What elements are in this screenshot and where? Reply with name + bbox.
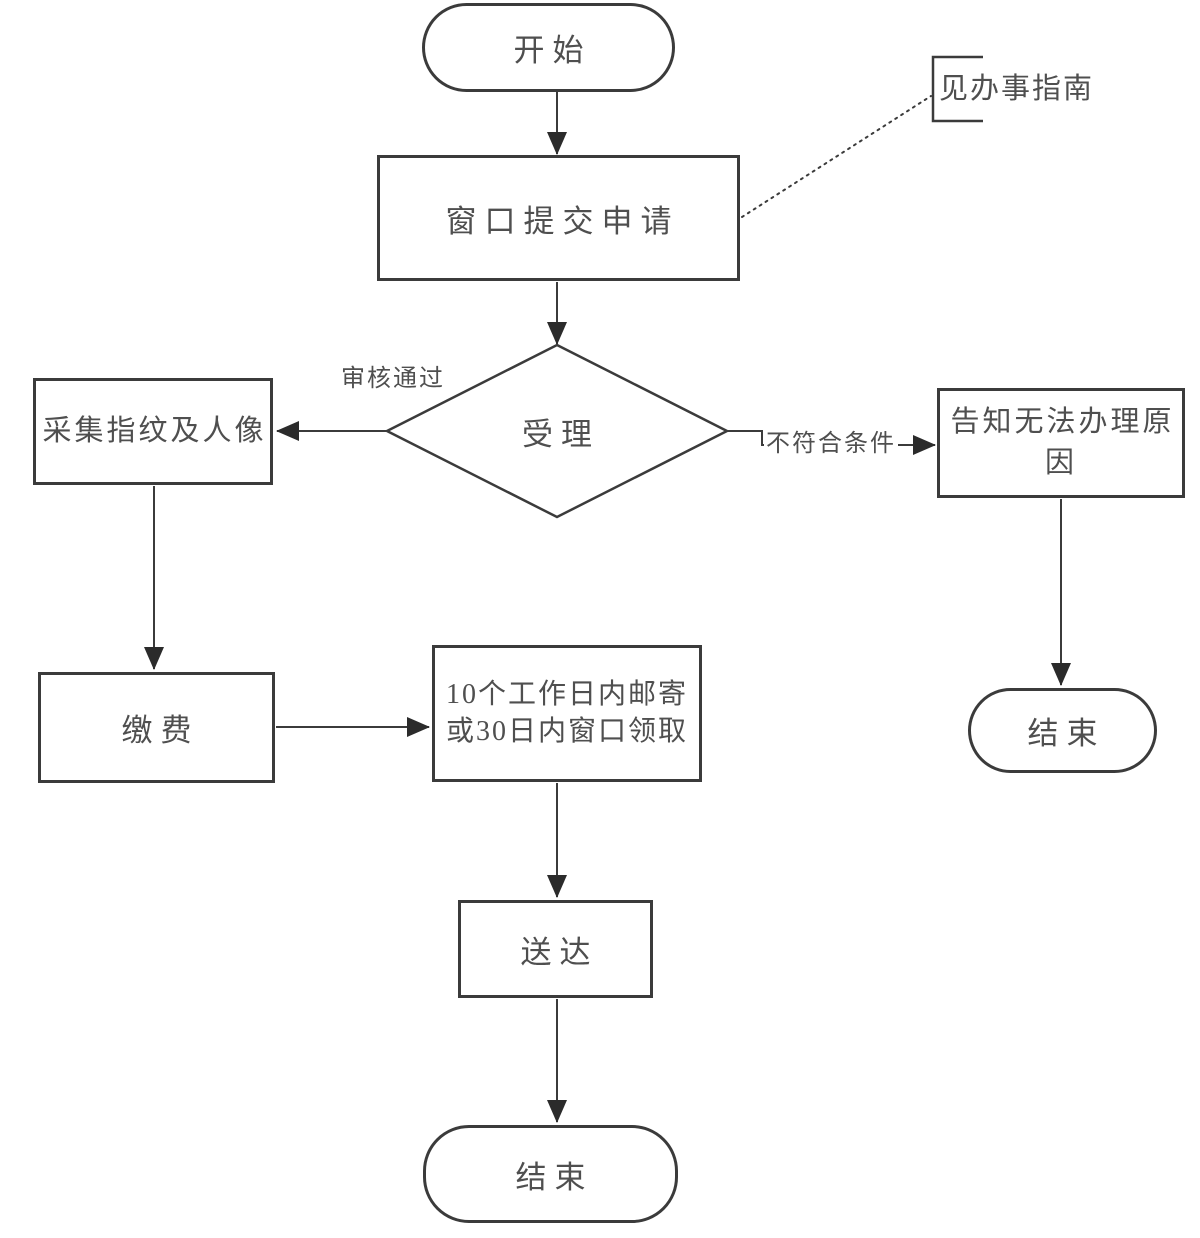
edge-label-review-passed: 审核通过 bbox=[341, 366, 445, 392]
node-end-main: 结束 bbox=[423, 1125, 678, 1223]
edge-label-not-eligible: 不符合条件 bbox=[764, 429, 898, 459]
node-deliver: 送达 bbox=[458, 900, 653, 998]
node-collect-fingerprints: 采集指纹及人像 bbox=[33, 378, 273, 485]
node-end-right: 结束 bbox=[968, 688, 1157, 773]
node-accept-decision-shape bbox=[384, 343, 730, 519]
node-submit-application: 窗口提交申请 bbox=[377, 155, 740, 281]
node-start: 开始 bbox=[422, 3, 675, 92]
node-accept-label: 受理 bbox=[522, 416, 600, 452]
node-pickup-mail: 10个工作日内邮寄或30日内窗口领取 bbox=[432, 645, 702, 782]
node-inform-reason: 告知无法办理原因 bbox=[937, 388, 1185, 498]
guide-note-text: 见办事指南 bbox=[939, 73, 1095, 105]
node-pay-fee: 缴费 bbox=[38, 672, 275, 783]
edge-submit-guide-note bbox=[741, 95, 932, 218]
guide-note-bracket bbox=[931, 55, 983, 123]
